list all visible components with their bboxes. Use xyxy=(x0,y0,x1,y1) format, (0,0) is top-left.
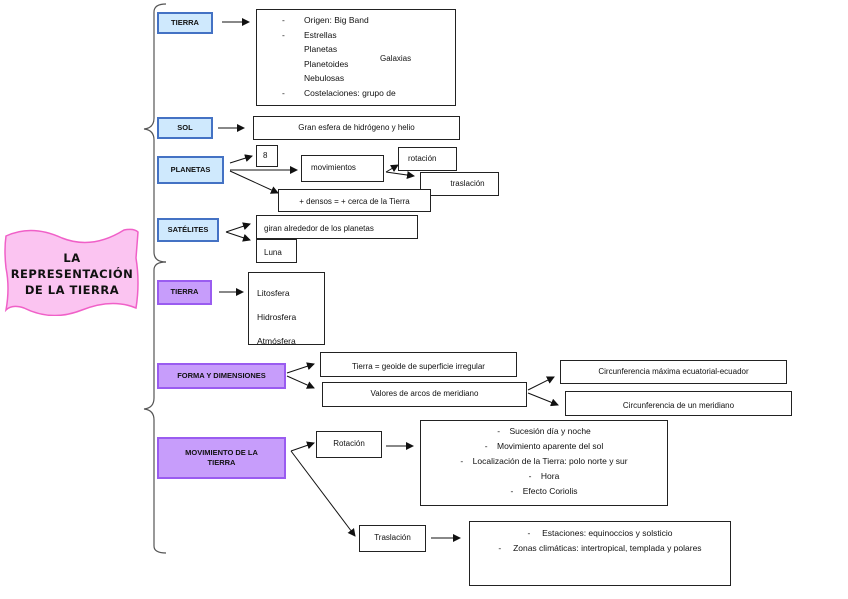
layer-item: Hidrosfera xyxy=(257,312,297,322)
list-item: - Hora xyxy=(528,471,560,481)
satelites-giran: giran alrededor de los planetas xyxy=(256,215,418,239)
planetas-count: 8 xyxy=(256,145,278,167)
list-item: - Zonas climáticas: intertropical, templ… xyxy=(498,543,702,553)
planetas-rotacion: rotación xyxy=(398,147,457,171)
list-item: - Efecto Coriolis xyxy=(510,486,578,496)
node-movimiento-tierra[interactable]: MOVIMIENTO DE LA TIERRA xyxy=(157,437,286,479)
node-forma-dimensiones[interactable]: FORMA Y DIMENSIONES xyxy=(157,363,286,389)
traslacion-items-list: - Estaciones: equinoccios y solsticio - … xyxy=(478,526,722,556)
forma-circ-max: Circunferencia máxima ecuatorial-ecuador xyxy=(560,360,787,384)
planetas-movimientos: movimientos xyxy=(301,155,384,182)
rotacion-items-box xyxy=(420,420,668,506)
list-item: -Estrellas xyxy=(282,29,337,40)
forma-geoide: Tierra = geoide de superficie irregular xyxy=(320,352,517,377)
traslacion-items-box xyxy=(469,521,731,586)
arrow-val-circmer xyxy=(527,392,559,407)
arrow-planetas-8 xyxy=(229,154,253,164)
forma-circ-meridiano: Circunferencia de un meridiano xyxy=(565,391,792,416)
satelites-luna: Luna xyxy=(256,239,297,263)
list-item: - Movimiento aparente del sol xyxy=(484,441,604,451)
planetas-traslacion: traslación xyxy=(420,172,499,196)
arrow-mov-traslacion xyxy=(290,450,356,537)
arrow-val-circmax xyxy=(527,376,555,391)
list-item: Planetas xyxy=(304,44,338,55)
arrow-forma-valores xyxy=(286,375,315,389)
arrow-sat-giran xyxy=(225,222,251,233)
tierra-layers-box xyxy=(248,272,325,345)
title-line-1: LA xyxy=(63,251,81,265)
tierra-universe-list: -Origen: Big Band -Estrellas Planetas Pl… xyxy=(282,13,396,101)
tierra-universe-box xyxy=(256,9,456,106)
title-banner xyxy=(4,228,139,316)
list-item: - Sucesión día y noche xyxy=(497,426,591,436)
node-sol[interactable]: SOL xyxy=(157,117,213,139)
title-line-3: DE LA TIERRA xyxy=(24,283,120,297)
arrow-mov-tras xyxy=(385,171,415,179)
list-item: Nebulosas xyxy=(304,73,345,84)
galaxias-label: Galaxias xyxy=(380,54,412,63)
list-item: -Origen: Big Band xyxy=(282,15,369,25)
arrow-planetas-densos xyxy=(229,170,279,194)
node-satelites[interactable]: SATÉLITES xyxy=(157,218,219,242)
planetas-densos: + densos = + cerca de la Tierra xyxy=(278,189,431,212)
title-line-2: REPRESENTACIÓN xyxy=(10,267,134,281)
node-planetas[interactable]: PLANETAS xyxy=(157,156,224,184)
list-item: - Localización de la Tierra: polo norte … xyxy=(460,456,628,466)
list-item: -Costelaciones: grupo de xyxy=(282,87,396,98)
layer-item: Litosfera xyxy=(257,288,290,298)
layer-item: Atmósfera xyxy=(257,336,296,346)
brace-lower xyxy=(143,261,167,554)
rotacion-items-list: - Sucesión día y noche - Movimiento apar… xyxy=(420,424,668,499)
tierra-layers-list: Litosfera Hidrosfera Atmósfera xyxy=(257,281,296,353)
arrow-forma-geoide xyxy=(286,362,315,374)
main-title: LA REPRESENTACIÓN DE LA TIERRA xyxy=(2,250,142,298)
arrow-sat-luna xyxy=(225,231,251,242)
sol-desc: Gran esfera de hidrógeno y helio xyxy=(253,116,460,140)
list-item: - Estaciones: equinoccios y solsticio xyxy=(527,528,673,538)
arrow-mov-rot xyxy=(385,164,399,173)
movimiento-rotacion: Rotación xyxy=(316,431,382,458)
list-item: Planetoides xyxy=(304,58,349,69)
movimiento-traslacion: Traslación xyxy=(359,525,426,552)
forma-valores: Valores de arcos de meridiano xyxy=(322,382,527,407)
node-tierra-layers[interactable]: TIERRA xyxy=(157,280,212,305)
node-tierra-universe[interactable]: TIERRA xyxy=(157,12,213,34)
arrow-mov-rotacion xyxy=(290,441,315,452)
